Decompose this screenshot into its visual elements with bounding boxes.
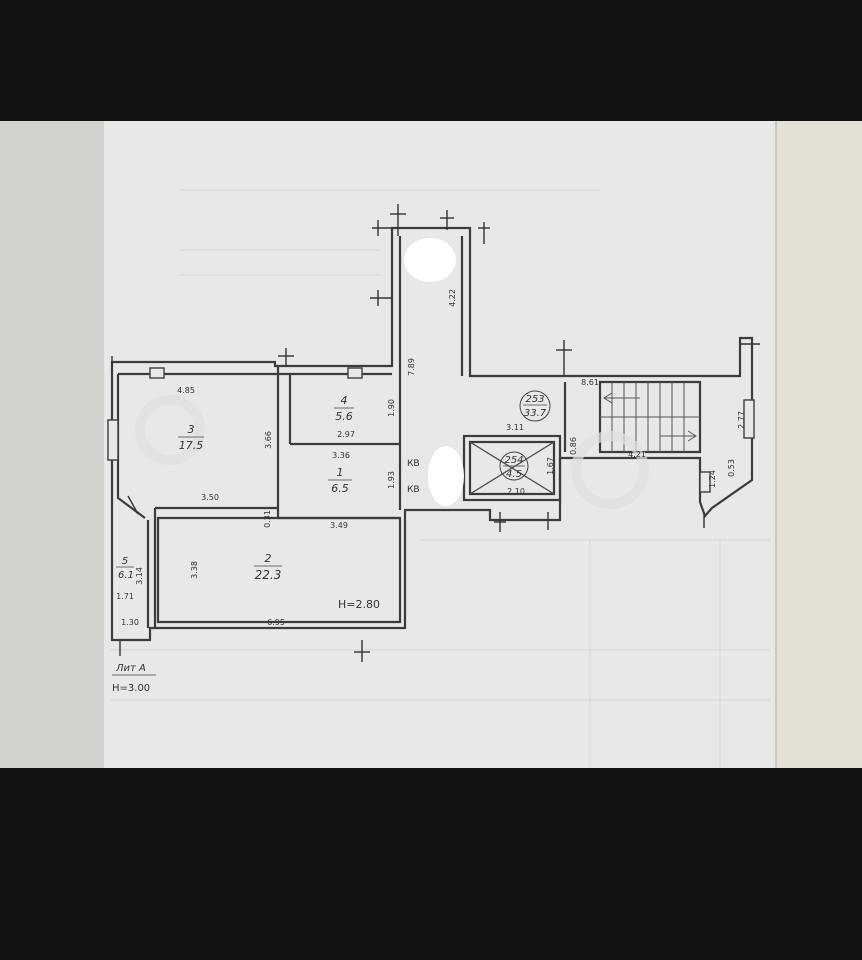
room-4-area: 5.6 xyxy=(335,410,353,423)
redaction-mark-center xyxy=(428,446,464,506)
room-254-area: 4.5 xyxy=(506,469,522,480)
room-3: 3 17.5 xyxy=(178,423,204,452)
elevator-shaft xyxy=(469,441,555,495)
dim-label: 4.21 xyxy=(628,450,646,459)
kv-label-bottom: КВ xyxy=(407,485,420,495)
sheet-height-label: H=3.00 xyxy=(112,683,150,694)
dim-label: 3.11 xyxy=(506,423,524,432)
dim-label: 7.89 xyxy=(407,358,416,376)
room-2: 2 22.3 xyxy=(254,552,282,582)
walls xyxy=(110,226,754,642)
room-4: 4 5.6 xyxy=(334,394,354,423)
dim-label: 2.10 xyxy=(507,487,525,496)
room-1-number: 1 xyxy=(337,466,344,479)
kv-label-top: КВ xyxy=(407,459,420,469)
ceiling-height-label: H=2.80 xyxy=(338,598,380,611)
dim-label: 2.97 xyxy=(337,430,355,439)
dim-label: 1.24 xyxy=(708,470,717,488)
room-5-number: 5 xyxy=(122,556,128,567)
floor-plan-photo: 4 5.6 3 17.5 1 6.5 2 22.3 5 6.1 253 xyxy=(0,121,862,768)
room-254: 254 4.5 xyxy=(499,451,529,481)
room-253-area: 33.7 xyxy=(524,408,547,419)
sheet-label: Лит А xyxy=(115,663,146,674)
dimension-labels: 4.85 3.66 3.50 0.31 2.97 1.90 3.36 1.93 … xyxy=(116,289,746,627)
room-254-number: 254 xyxy=(504,455,523,466)
room-4-number: 4 xyxy=(341,394,348,407)
dim-label: 1.90 xyxy=(387,399,396,417)
dim-label: 4.22 xyxy=(448,289,457,307)
dim-label: 0.53 xyxy=(727,459,736,477)
room-1-area: 6.5 xyxy=(331,482,349,495)
dim-label: 0.86 xyxy=(569,437,578,455)
room-253: 253 33.7 xyxy=(519,390,551,422)
room-5: 5 6.1 xyxy=(116,556,134,581)
room-2-number: 2 xyxy=(265,552,272,565)
dim-label: 6.95 xyxy=(267,618,285,627)
dim-label: 3.66 xyxy=(264,431,273,449)
dim-label: 1.93 xyxy=(387,471,396,489)
dim-label: 3.36 xyxy=(332,451,350,460)
dim-label: 3.49 xyxy=(330,521,348,530)
dim-label: 3.38 xyxy=(190,561,199,579)
room-3-area: 17.5 xyxy=(179,439,204,452)
room-2-area: 22.3 xyxy=(255,568,282,582)
dim-label: 2.77 xyxy=(737,411,746,429)
watermark xyxy=(135,395,649,509)
top-letterbox xyxy=(0,0,862,121)
redaction-mark-top xyxy=(404,238,456,282)
dim-label: 1.67 xyxy=(546,457,555,475)
room-253-number: 253 xyxy=(525,394,544,405)
dim-label: 3.50 xyxy=(201,493,219,502)
axis-ticks xyxy=(111,204,760,662)
sheet-grid xyxy=(110,189,770,768)
dim-label: 4.85 xyxy=(177,386,195,395)
dim-label: 1.71 xyxy=(116,592,134,601)
dim-label: 1.30 xyxy=(121,618,139,627)
dim-label: 3.14 xyxy=(135,567,144,585)
dim-label: 0.31 xyxy=(263,510,272,528)
windows xyxy=(107,367,755,493)
room-3-number: 3 xyxy=(188,423,195,436)
floor-plan-drawing: 4 5.6 3 17.5 1 6.5 2 22.3 5 6.1 253 xyxy=(0,121,862,768)
bottom-letterbox xyxy=(0,768,862,960)
right-paper-edge xyxy=(770,121,862,768)
room-1: 1 6.5 xyxy=(328,466,352,495)
room-5-area: 6.1 xyxy=(118,570,134,581)
dim-label: 8.61 xyxy=(581,378,599,387)
